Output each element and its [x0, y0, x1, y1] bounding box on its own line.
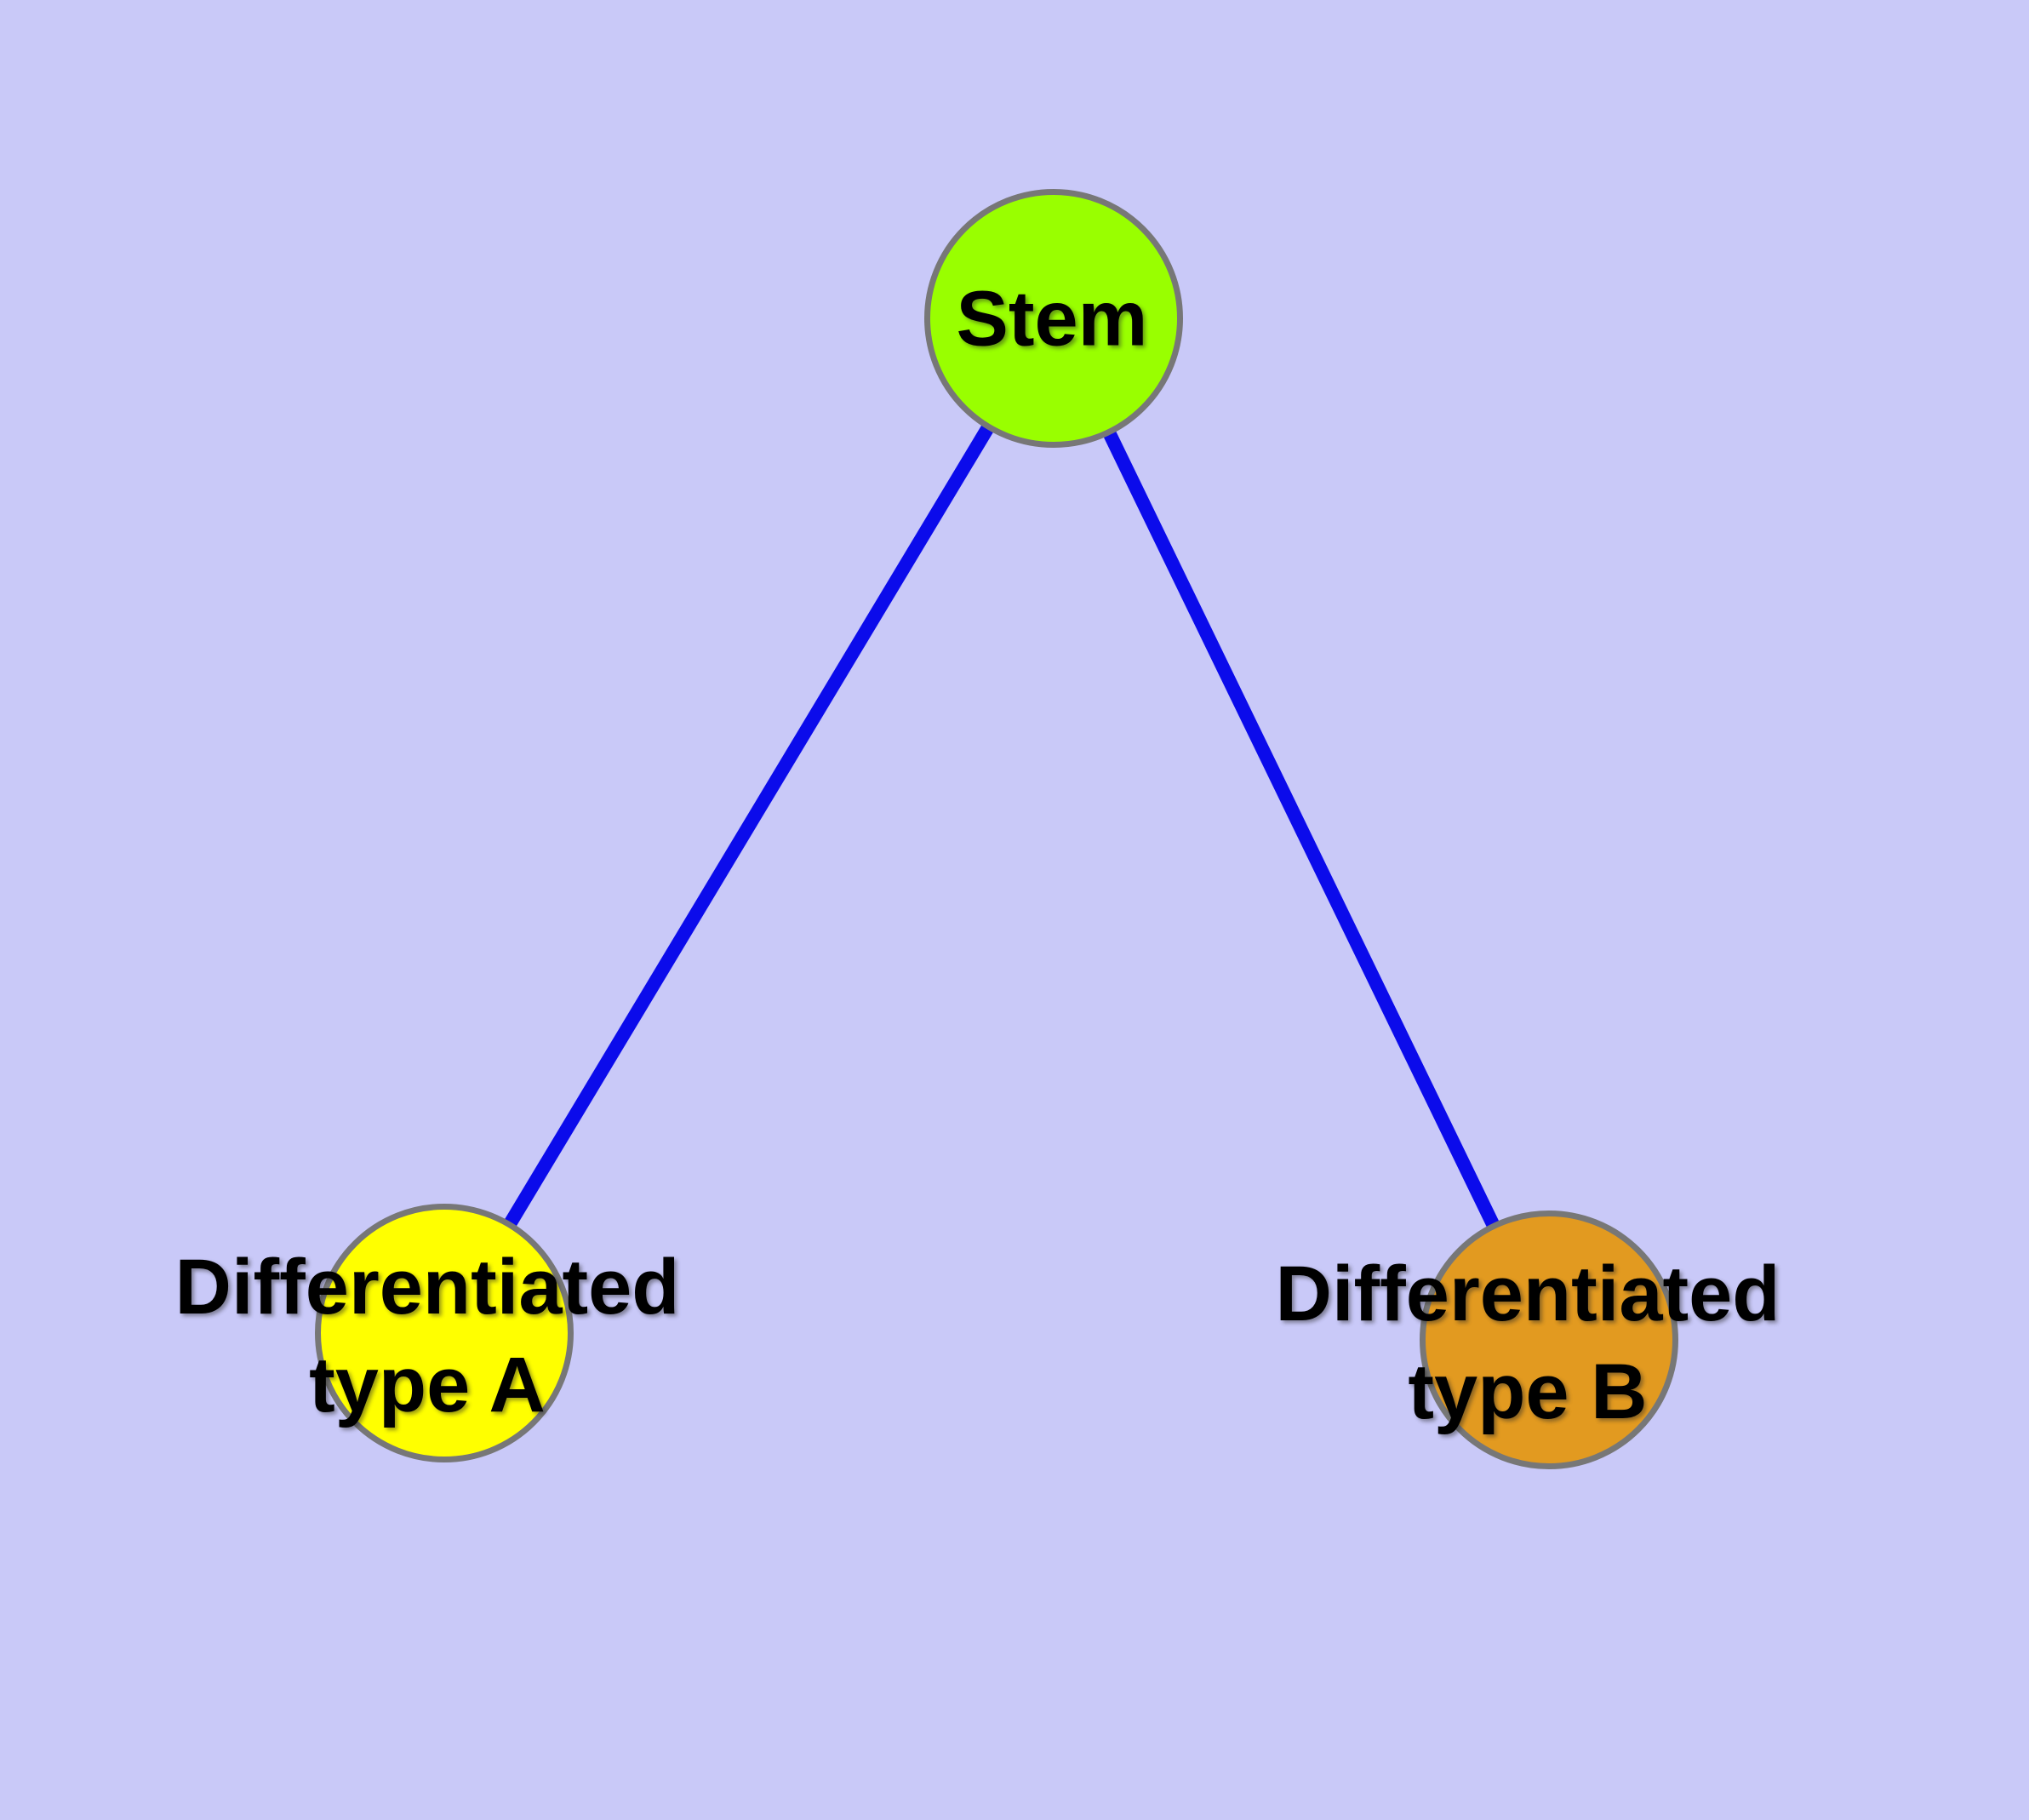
- edge-stem-typeA: [438, 314, 1060, 1337]
- edge-stem-typeB: [1047, 315, 1556, 1343]
- node-typeB-circle: [1420, 1210, 1678, 1469]
- node-stem-label: Stem: [956, 275, 1148, 363]
- node-stem-circle: [924, 189, 1183, 448]
- node-typeA-circle: [315, 1204, 574, 1462]
- node-typeA-label: Differentiated type A: [174, 1244, 680, 1428]
- node-typeB-label: Differentiated type B: [1275, 1251, 1780, 1435]
